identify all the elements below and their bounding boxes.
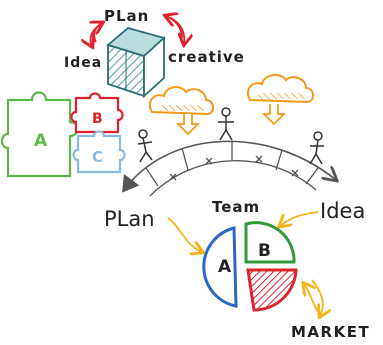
pie-slice-red bbox=[246, 268, 298, 312]
team-arc bbox=[124, 140, 336, 197]
yellow-arrow-market-up bbox=[304, 284, 319, 313]
pie-icon bbox=[202, 221, 298, 312]
plan-label-left: PLan bbox=[104, 207, 155, 231]
red-arrow-plan-idea bbox=[90, 23, 102, 46]
yellow-arrow-plan bbox=[167, 217, 202, 252]
pie-slice-b bbox=[244, 221, 296, 264]
cube-icon bbox=[106, 27, 166, 99]
idea-label-top: Idea bbox=[64, 55, 102, 71]
yellow-arrow-idea bbox=[280, 211, 319, 226]
puzzle-piece-c-label: C bbox=[92, 148, 103, 166]
idea-label-right: Idea bbox=[320, 199, 365, 223]
puzzle-piece-c bbox=[72, 130, 126, 174]
puzzle-piece-b bbox=[70, 92, 124, 134]
creative-label: creative bbox=[168, 48, 245, 66]
red-arrow-idea-plan bbox=[94, 23, 102, 43]
stick-figure-right bbox=[309, 131, 324, 165]
puzzle-piece-a-label: A bbox=[34, 131, 48, 151]
market-label: MARKET bbox=[291, 323, 370, 341]
stick-figure-center bbox=[218, 107, 234, 141]
cloud-download-icon-right bbox=[246, 74, 314, 126]
cloud-download-icon-left bbox=[148, 86, 214, 136]
team-label: Team bbox=[212, 198, 260, 216]
pie-slice-b-label: B bbox=[258, 241, 271, 261]
puzzle-icon: A B C bbox=[0, 91, 126, 178]
red-arrow-creative-plan bbox=[166, 16, 183, 39]
arc-inner bbox=[149, 160, 317, 197]
pie-slice-a-label: A bbox=[218, 257, 232, 277]
arc-outer bbox=[124, 140, 336, 190]
pie-slice-a bbox=[202, 226, 238, 308]
puzzle-piece-b-label: B bbox=[92, 111, 103, 127]
stick-figure-left bbox=[137, 129, 153, 163]
plan-label-top: PLan bbox=[104, 7, 149, 25]
